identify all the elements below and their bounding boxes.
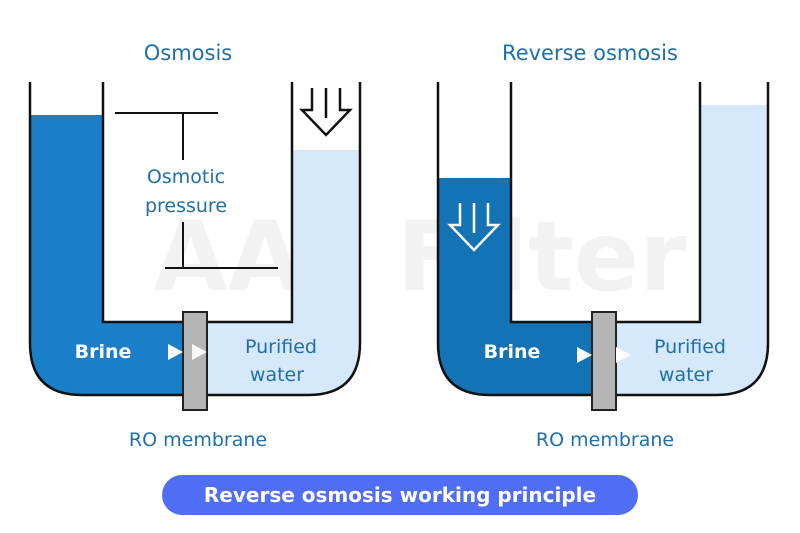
purified-water-label-right-line1: Purified: [654, 336, 726, 358]
osmotic-pressure-label-line1: Osmotic: [147, 166, 225, 188]
down-arrow-icon-right: [447, 203, 501, 252]
reverse-osmosis-diagram: [436, 82, 770, 411]
osmotic-pressure-label-line2: pressure: [145, 195, 227, 217]
ro-membrane-left: [182, 311, 208, 411]
ro-membrane-right: [591, 311, 617, 411]
brine-label-right: Brine: [484, 341, 541, 363]
watermark-text: AAL Filter: [154, 201, 688, 313]
flow-arrow-left-2: [192, 344, 207, 360]
flow-arrow-right-1: [577, 347, 592, 363]
osmosis-title: Osmosis: [144, 41, 233, 65]
purified-water-label-right-line2: water: [659, 364, 713, 386]
caption-text: Reverse osmosis working principle: [203, 483, 597, 507]
purified-water-label-left-line2: water: [250, 364, 304, 386]
reverse-osmosis-title: Reverse osmosis: [502, 41, 678, 65]
flow-arrow-left-1: [168, 344, 183, 360]
ro-membrane-label-left: RO membrane: [129, 429, 267, 451]
brine-water-right: [438, 178, 592, 395]
osmosis-diagram-left: [28, 82, 362, 411]
purified-water-left: [207, 150, 360, 395]
ro-membrane-label-right: RO membrane: [536, 429, 674, 451]
purified-water-label-left-line1: Purified: [245, 336, 317, 358]
flow-arrow-right-2: [616, 347, 631, 363]
brine-water-left: [30, 115, 183, 395]
caption-banner: Reverse osmosis working principle: [162, 475, 638, 515]
brine-label-left: Brine: [75, 341, 132, 363]
